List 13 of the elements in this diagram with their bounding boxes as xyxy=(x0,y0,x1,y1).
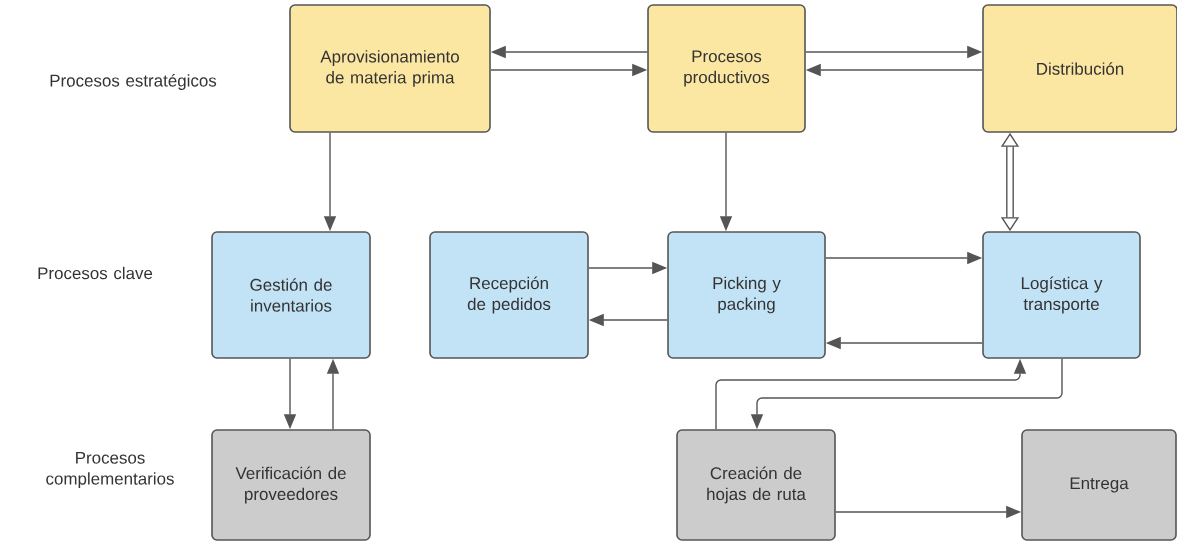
process-box: Aprovisionamiento de materia prima xyxy=(289,4,491,133)
process-box: Distribución xyxy=(982,4,1177,133)
row-label: Procesos estratégicos xyxy=(50,74,217,90)
process-box: Procesos productivos xyxy=(647,4,806,133)
process-box: Entrega xyxy=(1021,429,1177,541)
row-label: Procesos complementarios xyxy=(46,451,174,489)
process-box: Picking y packing xyxy=(667,231,826,359)
process-box: Creación de hojas de ruta xyxy=(676,429,836,541)
process-box: Recepción de pedidos xyxy=(429,231,589,359)
process-box: Gestión de inventarios xyxy=(211,231,371,359)
row-label: Procesos clave xyxy=(38,266,153,280)
process-box: Verificación de proveedores xyxy=(211,429,371,541)
process-box: Logística y transporte xyxy=(982,231,1141,359)
